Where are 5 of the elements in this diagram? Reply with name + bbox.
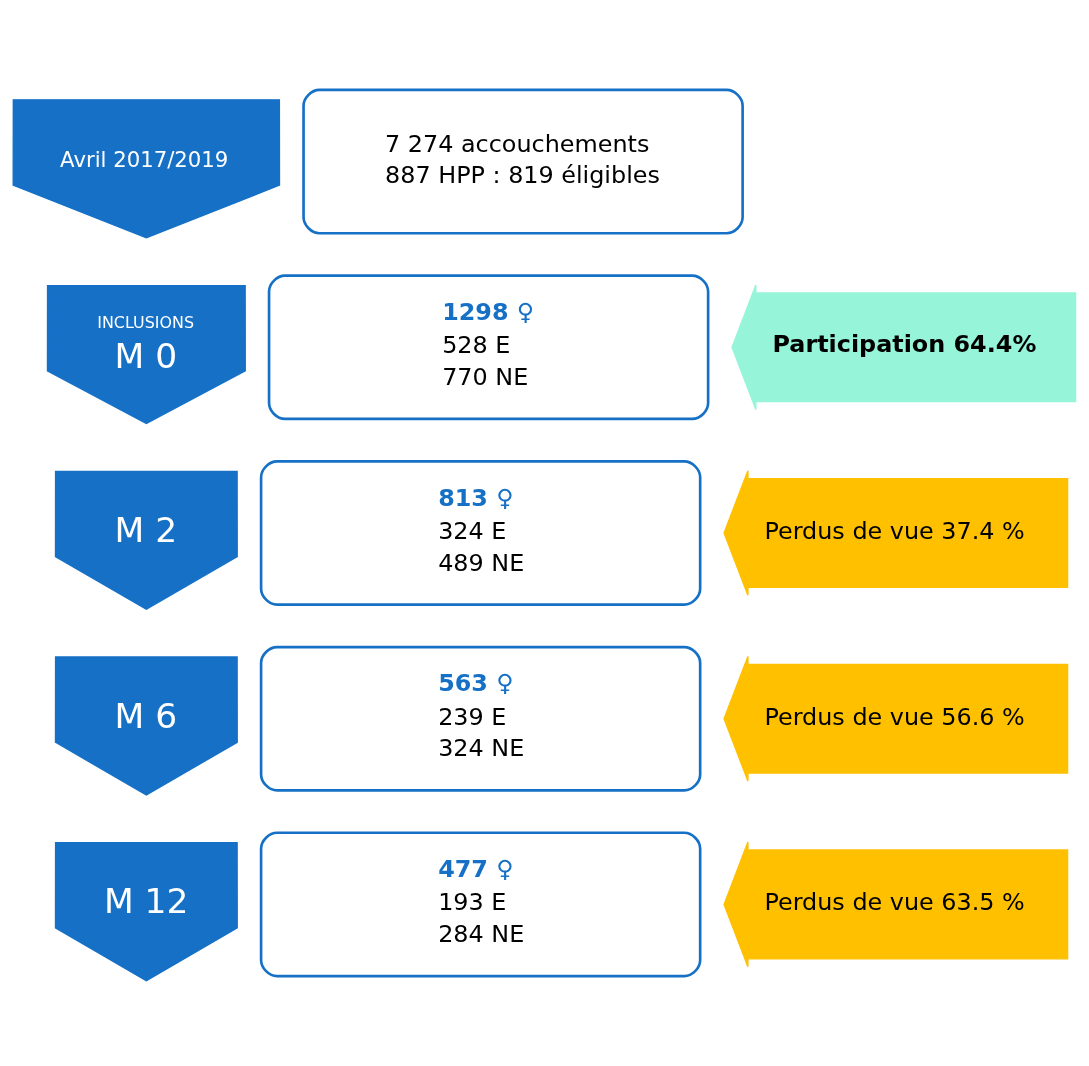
node-box: 563 ♀ 239 E 324 NE bbox=[259, 645, 702, 792]
node-box: 7 274 accouchements 887 HPP : 819 éligibles bbox=[302, 88, 744, 235]
node-box: 813 ♀ 324 E 489 NE bbox=[259, 460, 702, 606]
node-box: 477 ♀ 193 E 284 NE bbox=[259, 831, 702, 978]
node-box: 1298 ♀ 528 E 770 NE bbox=[267, 274, 710, 421]
